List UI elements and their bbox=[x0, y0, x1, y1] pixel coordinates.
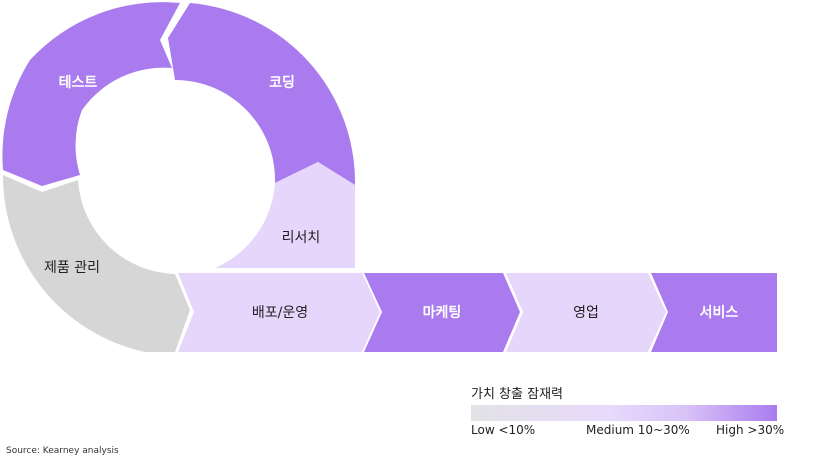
source-note: Source: Kearney analysis bbox=[6, 446, 119, 456]
label-research: 리서치 bbox=[282, 230, 321, 246]
chevron-deploy-operations bbox=[178, 273, 380, 352]
label-deploy-operations: 배포/운영 bbox=[252, 305, 308, 321]
label-sales: 영업 bbox=[573, 305, 599, 321]
segment-product-management bbox=[2, 175, 190, 352]
segment-research bbox=[215, 162, 355, 268]
label-test: 테스트 bbox=[59, 75, 98, 91]
legend-gradient-bar bbox=[471, 405, 777, 421]
chevron-sales bbox=[506, 273, 666, 352]
label-marketing: 마케팅 bbox=[423, 304, 462, 321]
legend-medium-label: Medium 10~30% bbox=[586, 423, 690, 437]
legend-high-label: High >30% bbox=[716, 423, 785, 437]
legend-title: 가치 창출 잠재력 bbox=[471, 387, 563, 402]
segment-test bbox=[2, 2, 180, 187]
chevron-marketing bbox=[364, 273, 520, 352]
segment-coding bbox=[168, 3, 356, 185]
label-coding: 코딩 bbox=[269, 74, 295, 91]
label-product-management: 제품 관리 bbox=[44, 260, 100, 276]
label-service: 서비스 bbox=[700, 305, 739, 321]
chevron-service bbox=[651, 273, 777, 352]
legend-low-label: Low <10% bbox=[471, 423, 536, 437]
